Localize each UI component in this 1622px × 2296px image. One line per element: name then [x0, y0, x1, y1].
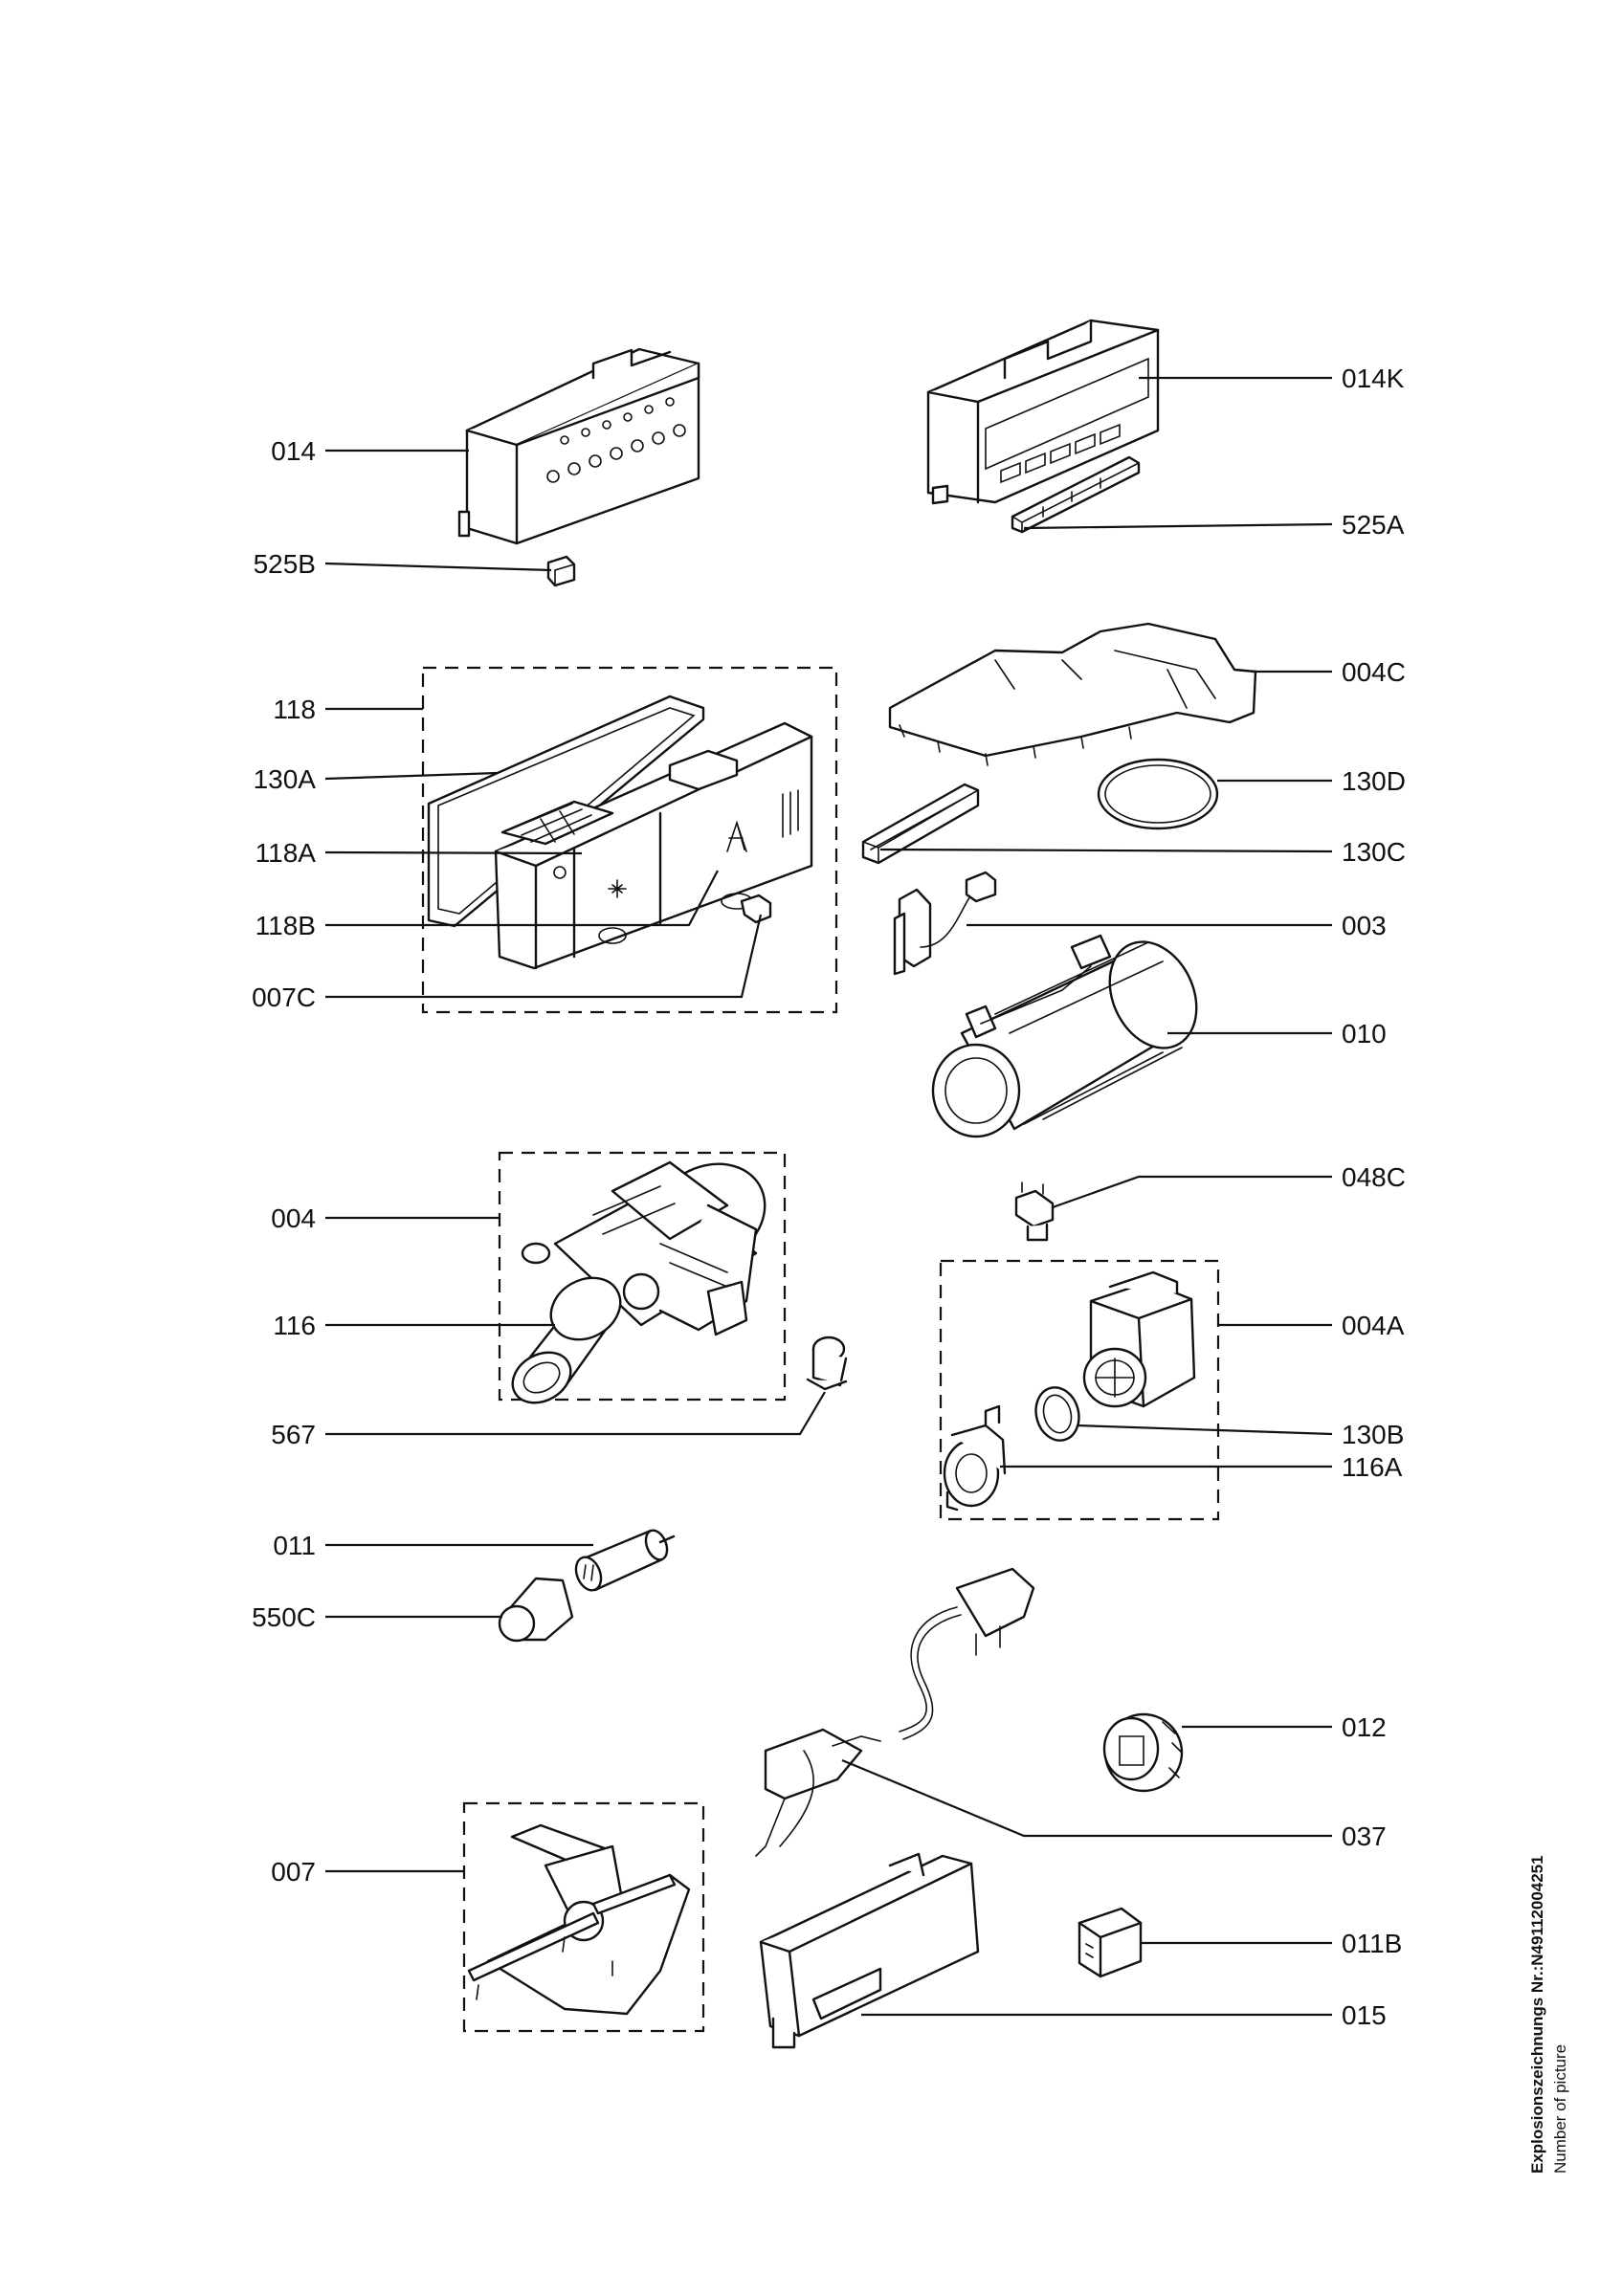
leader-037: [841, 1758, 1332, 1838]
leader-525A: [1023, 522, 1333, 530]
label-014: 014: [271, 436, 316, 466]
part-012-knob: [1102, 1712, 1184, 1793]
drawing-number: Explosionszeichnungs Nr.:N49112004251: [1528, 1855, 1546, 2174]
label-118B: 118B: [256, 911, 316, 940]
part-130D-seal-ring: [1097, 758, 1219, 830]
part-525B-cap: [546, 555, 576, 587]
label-011B: 011B: [1342, 1929, 1402, 1958]
leader-567: [325, 1391, 826, 1436]
part-004-pump: [511, 1160, 767, 1404]
label-130D: 130D: [1342, 766, 1406, 796]
label-012: 012: [1342, 1712, 1387, 1742]
label-014K: 014K: [1342, 364, 1405, 393]
part-037-cable: [755, 1567, 1035, 1857]
label-011: 011: [273, 1531, 316, 1560]
label-525B: 525B: [254, 549, 316, 579]
label-118: 118: [273, 695, 316, 724]
part-118-dispenser: [494, 721, 813, 970]
part-567-clamp: [806, 1336, 848, 1391]
label-118A: 118A: [256, 838, 317, 868]
part-004C-cover: [888, 622, 1257, 766]
part-010-heater: [931, 934, 1198, 1138]
part-525A-button-strip: [1011, 455, 1141, 534]
part-004A-drain-pump: [1082, 1270, 1196, 1408]
label-130C: 130C: [1342, 837, 1406, 867]
label-003: 003: [1342, 911, 1387, 940]
group-box-004: [498, 1151, 787, 1402]
leader-525B: [324, 562, 552, 572]
group-box-004A: [939, 1259, 1220, 1521]
leader-lines: [324, 376, 1333, 2017]
label-116: 116: [273, 1311, 316, 1340]
leader-118B: [325, 870, 719, 927]
label-010: 010: [1342, 1019, 1387, 1049]
part-014-control-module: [457, 347, 700, 545]
label-007: 007: [271, 1857, 316, 1887]
label-550C: 550C: [252, 1602, 316, 1632]
leader-130B: [1076, 1424, 1333, 1436]
label-007C: 007C: [252, 982, 316, 1012]
part-116A-impeller: [943, 1404, 1007, 1512]
group-box-118: [421, 666, 838, 1014]
part-011-capacitor: [574, 1529, 676, 1592]
label-037: 037: [1342, 1821, 1387, 1851]
label-015: 015: [1342, 2000, 1387, 2030]
label-130B: 130B: [1342, 1420, 1404, 1449]
leader-130C: [879, 848, 1333, 853]
part-048C-thermostat: [1014, 1181, 1055, 1242]
part-labels-right: 014K 525A 004C 130D 130C 003 010 048C 00…: [1342, 364, 1406, 2030]
part-007-spray-arm: [467, 1823, 691, 2016]
part-550C-cap: [498, 1577, 574, 1643]
label-004: 004: [271, 1203, 316, 1233]
label-525A: 525A: [1342, 510, 1405, 540]
part-003-sensor: [893, 871, 997, 976]
leader-007C: [325, 914, 763, 999]
part-130C-seal-strip: [861, 783, 980, 865]
leader-048C: [1052, 1175, 1332, 1209]
group-box-007: [462, 1801, 705, 2033]
part-015-module: [759, 1852, 980, 2049]
label-130A: 130A: [254, 764, 317, 794]
part-014K-display-board: [926, 319, 1160, 505]
leader-118A: [324, 850, 583, 855]
label-004C: 004C: [1342, 657, 1406, 687]
part-011B-relay: [1078, 1907, 1143, 1978]
picture-caption: Number of picture: [1551, 2044, 1569, 2174]
part-007C-clip: [740, 894, 772, 924]
part-labels-left: 014 525B 118 130A 118A 118B 007C 004 116…: [252, 436, 316, 1887]
label-048C: 048C: [1342, 1162, 1406, 1192]
leader-130A: [324, 771, 499, 781]
part-130B-seal-ring: [1034, 1386, 1080, 1442]
side-caption: Explosionszeichnungs Nr.:N49112004251 Nu…: [1528, 1855, 1569, 2174]
label-004A: 004A: [1342, 1311, 1405, 1340]
label-116A: 116A: [1342, 1452, 1403, 1482]
label-567: 567: [271, 1420, 316, 1449]
